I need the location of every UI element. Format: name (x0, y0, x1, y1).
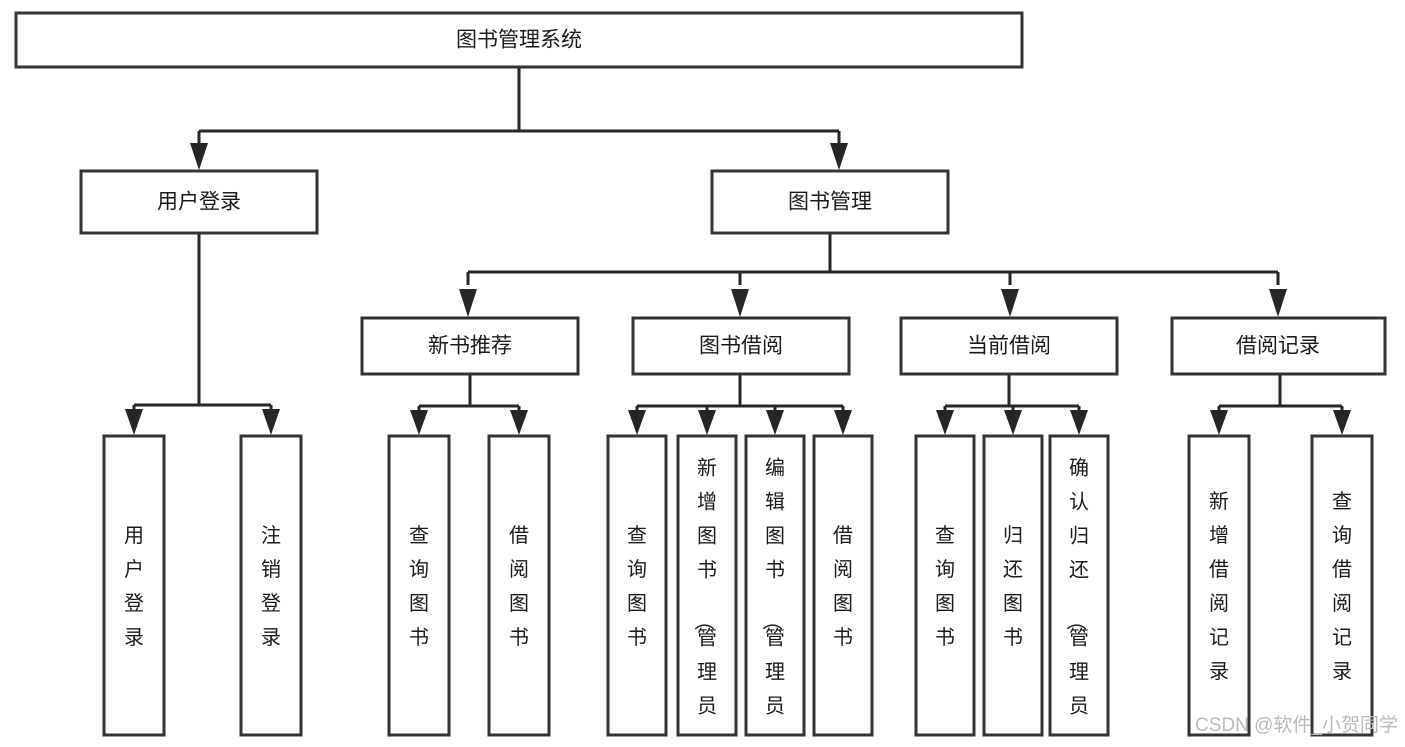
arrow-to-leaf-query-book-borrow (628, 410, 646, 435)
arrow-to-leaf-borrow-book (834, 410, 852, 435)
node-leaf-borrow-book-recommend-label: 借阅图书 (509, 524, 529, 649)
node-leaf-user-login-label: 用户登录 (124, 525, 144, 649)
connector-new-book-recommend-to-leaves (417, 374, 521, 413)
arrow-to-new-book-recommend (459, 289, 477, 317)
node-leaf-return-book-label: 归还图书 (1003, 524, 1023, 649)
connector-book-borrow-to-leaves (635, 374, 845, 413)
arrow-to-leaf-add-book-admin (698, 410, 716, 435)
node-leaf-add-book-admin[interactable]: 新增图书（管理员） (676, 434, 738, 747)
node-leaf-query-book-recommend[interactable]: 查询图书 (387, 434, 451, 737)
connector-user-login-to-leaves (132, 233, 273, 412)
arrow-to-leaf-user-login (125, 409, 143, 435)
node-leaf-query-book-current-label: 查询图书 (935, 524, 955, 649)
node-user-login-box (79, 169, 319, 235)
node-leaf-add-borrow-record-label: 新增借阅记录 (1209, 490, 1229, 683)
node-leaf-user-login[interactable]: 用户登录 (102, 434, 166, 737)
arrow-to-leaf-confirm-return-admin (1070, 410, 1088, 435)
node-new-book-recommend[interactable]: 新书推荐 (360, 316, 580, 376)
node-leaf-edit-book-admin[interactable]: 编辑图书（管理员） (744, 434, 806, 747)
node-leaf-confirm-return-admin[interactable]: 确认归还（管理员） (1048, 434, 1110, 747)
node-leaf-logout-label: 注销登录 (261, 524, 281, 649)
node-borrow-record-label: 借阅记录 (1236, 335, 1320, 358)
connector-layer (125, 67, 1351, 435)
node-leaf-query-borrow-record-box (1310, 434, 1374, 737)
node-leaf-borrow-book-box (812, 434, 874, 737)
node-leaf-confirm-return-admin-label: 确认归还（管理员） (1064, 456, 1089, 747)
node-leaf-add-book-admin-label: 新增图书（管理员） (692, 456, 717, 747)
node-leaf-query-book-current[interactable]: 查询图书 (914, 434, 976, 737)
arrow-to-leaf-query-book-current (936, 410, 954, 435)
node-root[interactable]: 图书管理系统 (14, 11, 1024, 69)
node-leaf-user-login-box (102, 434, 166, 737)
node-root-box (14, 11, 1024, 69)
leaf-node-layer: 用户登录 注销登录 查询图书 借阅图书 查询图书 新增图书（管理员） 编辑图书（管理员） 借阅… (102, 434, 1374, 747)
arrow-to-leaf-query-book-recommend (410, 410, 428, 435)
node-borrow-record[interactable]: 借阅记录 (1170, 316, 1387, 376)
node-current-borrow[interactable]: 当前借阅 (899, 316, 1119, 376)
node-leaf-query-book-recommend-box (387, 434, 451, 737)
arrow-to-book-management (830, 143, 848, 170)
connector-current-borrow-to-leaves (943, 374, 1081, 413)
node-leaf-add-book-admin-box (676, 434, 738, 737)
node-leaf-borrow-book-label: 借阅图书 (833, 524, 853, 649)
node-book-borrow-box (631, 316, 851, 376)
node-leaf-query-borrow-record-label: 查询借阅记录 (1332, 490, 1352, 683)
node-current-borrow-label: 当前借阅 (967, 335, 1051, 358)
arrow-to-leaf-add-borrow-record (1210, 410, 1228, 435)
arrow-to-leaf-borrow-book-recommend (510, 410, 528, 435)
node-leaf-query-book-borrow-label: 查询图书 (627, 524, 647, 649)
node-user-login[interactable]: 用户登录 (79, 169, 319, 235)
node-root-label: 图书管理系统 (456, 29, 582, 52)
arrow-to-current-borrow (1001, 289, 1019, 317)
node-book-borrow[interactable]: 图书借阅 (631, 316, 851, 376)
arrow-to-leaf-query-borrow-record (1333, 410, 1351, 435)
node-leaf-add-borrow-record[interactable]: 新增借阅记录 (1187, 434, 1251, 737)
node-new-book-recommend-box (360, 316, 580, 376)
node-user-login-label: 用户登录 (157, 191, 241, 214)
node-leaf-logout[interactable]: 注销登录 (239, 434, 303, 737)
node-leaf-query-borrow-record[interactable]: 查询借阅记录 (1310, 434, 1374, 737)
node-leaf-query-book-borrow[interactable]: 查询图书 (606, 434, 668, 737)
arrow-to-leaf-return-book (1004, 410, 1022, 435)
arrow-to-user-login (190, 143, 208, 170)
node-leaf-borrow-book-recommend-box (487, 434, 551, 737)
node-leaf-query-book-borrow-box (606, 434, 668, 737)
node-current-borrow-box (899, 316, 1119, 376)
node-leaf-confirm-return-admin-box (1048, 434, 1110, 737)
node-leaf-borrow-book-recommend[interactable]: 借阅图书 (487, 434, 551, 737)
node-book-management[interactable]: 图书管理 (710, 169, 950, 235)
node-leaf-add-borrow-record-box (1187, 434, 1251, 737)
arrow-to-leaf-logout (262, 409, 280, 435)
node-new-book-recommend-label: 新书推荐 (428, 335, 512, 358)
node-leaf-borrow-book[interactable]: 借阅图书 (812, 434, 874, 737)
arrow-to-leaf-edit-book-admin (766, 410, 784, 435)
node-borrow-record-box (1170, 316, 1387, 376)
node-leaf-edit-book-admin-box (744, 434, 806, 737)
node-leaf-return-book-box (982, 434, 1044, 737)
node-book-borrow-label: 图书借阅 (699, 335, 783, 358)
connector-borrow-record-to-leaves (1217, 374, 1344, 413)
node-leaf-query-book-recommend-label: 查询图书 (409, 524, 429, 649)
node-leaf-return-book[interactable]: 归还图书 (982, 434, 1044, 737)
node-book-management-label: 图书管理 (788, 191, 872, 214)
arrow-to-book-borrow (731, 289, 749, 317)
connector-root-to-level2-bus (197, 67, 841, 147)
node-book-management-box (710, 169, 950, 235)
connector-book-management-to-level3-bus (466, 233, 1280, 285)
arrow-to-borrow-record (1269, 289, 1287, 317)
watermark-text: CSDN @软件_小贺同学 (1195, 714, 1398, 736)
node-leaf-edit-book-admin-label: 编辑图书（管理员） (760, 456, 785, 747)
node-leaf-query-book-current-box (914, 434, 976, 737)
node-leaf-logout-box (239, 434, 303, 737)
